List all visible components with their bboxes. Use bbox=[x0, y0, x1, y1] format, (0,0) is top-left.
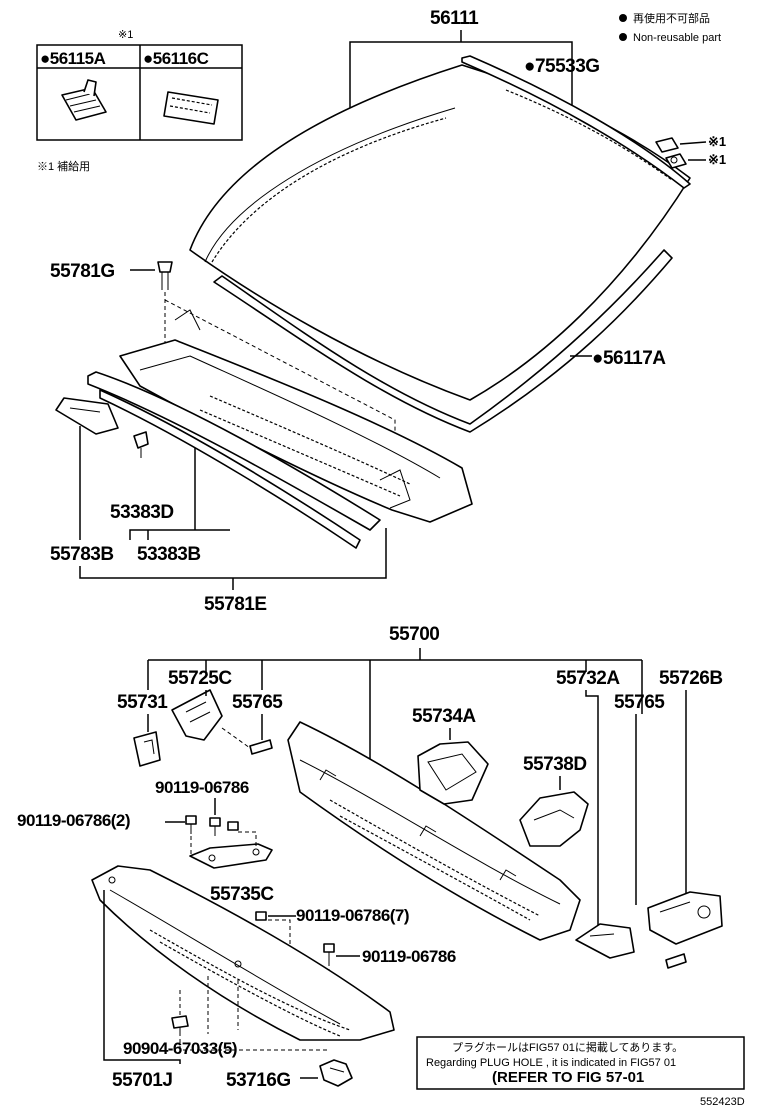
bullet-icon bbox=[619, 14, 627, 22]
part-55738D-label: 55738D bbox=[523, 754, 587, 775]
bolt-icon bbox=[323, 943, 335, 962]
cowl-panel-55700 bbox=[287, 721, 581, 941]
clip-56115A-icon bbox=[61, 79, 107, 121]
part-55725C-label: 55725C bbox=[168, 668, 232, 689]
part-55781G-label: 55781G bbox=[50, 261, 115, 282]
clip-icon bbox=[665, 153, 687, 169]
supply-mark: ※1 bbox=[118, 29, 133, 41]
clip-icon bbox=[655, 137, 679, 153]
windshield-glass bbox=[189, 64, 691, 401]
part-55732A-label: 55732A bbox=[556, 668, 620, 689]
cover-55734A bbox=[417, 741, 489, 805]
cowl-side-55783B bbox=[55, 397, 119, 435]
part-55726B-label: 55726B bbox=[659, 668, 723, 689]
clip-53383D-icon bbox=[133, 431, 149, 458]
plate-55765-left bbox=[249, 739, 273, 755]
part-90119-06786-2-label: 90119-06786(2) bbox=[17, 811, 130, 830]
supply-note: ※1 補給用 bbox=[37, 159, 90, 173]
seal-53383B bbox=[87, 371, 381, 549]
part-55765-right-label: 55765 bbox=[614, 692, 665, 713]
clip-55781G-icon bbox=[157, 261, 173, 290]
bolt-icon bbox=[185, 815, 197, 834]
part-55701J-label: 55701J bbox=[112, 1070, 172, 1091]
cover-55738D bbox=[519, 791, 589, 847]
cowl-lower-55701J bbox=[91, 865, 395, 1041]
part-55783B-label: 55783B bbox=[50, 544, 114, 565]
refer-line-2: Regarding PLUG HOLE , it is indicated in… bbox=[426, 1057, 676, 1069]
part-90904-67033-5-label: 90904-67033(5) bbox=[123, 1039, 237, 1058]
refer-box bbox=[416, 1036, 745, 1090]
part-55781E-label: 55781E bbox=[204, 594, 267, 615]
bracket-53716G-icon bbox=[319, 1059, 353, 1087]
plate-55765-right bbox=[665, 953, 687, 969]
part-53383D-label: 53383D bbox=[110, 502, 174, 523]
part-53716G-label: 53716G bbox=[226, 1070, 291, 1091]
part-75533G-label: ●75533G bbox=[524, 56, 600, 77]
bracket-55735C bbox=[189, 843, 273, 869]
clip-90904-icon bbox=[171, 1015, 189, 1036]
dam-56117A bbox=[213, 249, 673, 433]
part-90119-06786-7-label: 90119-06786(7) bbox=[296, 906, 409, 925]
part-55765-left-label: 55765 bbox=[232, 692, 283, 713]
mark-1-a: ※1 bbox=[708, 134, 726, 149]
bracket-55732A bbox=[575, 923, 635, 959]
figure-id: 552423D bbox=[700, 1096, 745, 1108]
legend-non-reusable-en: Non-reusable part bbox=[633, 32, 721, 44]
part-55735C-label: 55735C bbox=[210, 884, 274, 905]
refer-line-1: プラグホールはFIG57 01に掲載してあります。 bbox=[452, 1040, 683, 1054]
bracket-55731 bbox=[133, 731, 161, 767]
part-56117A-label: ●56117A bbox=[592, 348, 666, 369]
bullet-icon bbox=[619, 33, 627, 41]
clip-56116C-icon bbox=[163, 91, 219, 125]
bolt-icon bbox=[255, 911, 267, 921]
refer-line-3: (REFER TO FIG 57-01 bbox=[492, 1069, 644, 1086]
part-55700-label: 55700 bbox=[389, 624, 439, 645]
part-55734A-label: 55734A bbox=[412, 706, 476, 727]
cowl-louver bbox=[119, 309, 473, 523]
part-56116C-label: ●56116C bbox=[143, 49, 209, 68]
part-55731-label: 55731 bbox=[117, 692, 168, 713]
legend-non-reusable-jp: 再使用不可部品 bbox=[633, 11, 710, 25]
mark-1-b: ※1 bbox=[708, 152, 726, 167]
brace-55725C bbox=[171, 689, 223, 741]
part-53383B-label: 53383B bbox=[137, 544, 201, 565]
bolt-icon bbox=[209, 817, 221, 836]
bolt-icon bbox=[227, 821, 239, 831]
part-56115A-label: ●56115A bbox=[40, 49, 106, 68]
molding-75533G bbox=[461, 55, 691, 189]
panel-55726B bbox=[647, 891, 723, 945]
part-90119-06786-b-label: 90119-06786 bbox=[362, 947, 456, 966]
part-90119-06786-a-label: 90119-06786 bbox=[155, 778, 249, 797]
part-56111-label: 56111 bbox=[430, 8, 479, 29]
